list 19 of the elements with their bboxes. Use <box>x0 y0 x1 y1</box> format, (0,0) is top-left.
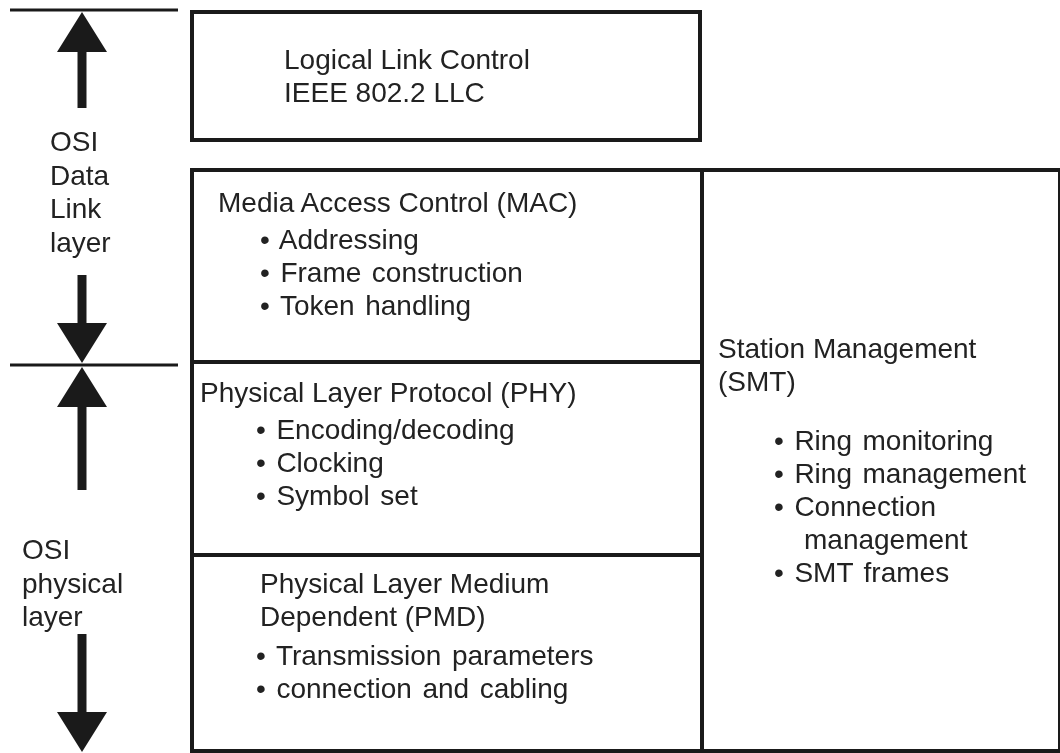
box-heading: Physical Layer Protocol (PHY) <box>200 376 578 410</box>
list-item: • Ring management <box>774 457 1027 490</box>
box-text: IEEE 802.2 LLC <box>284 76 486 110</box>
list-item: • connection and cabling <box>256 672 570 706</box>
list-item: • Frame construction <box>260 256 524 290</box>
list-item: • Symbol set <box>256 479 419 513</box>
list-item: • SMT frames <box>774 556 951 590</box>
box-text: Logical Link Control <box>284 42 531 76</box>
list-item: • Addressing <box>260 223 420 257</box>
list-item: • Encoding/decoding <box>256 413 516 447</box>
list-item: • Token handling <box>260 289 473 323</box>
list-item: • Ring monitoring <box>774 423 995 457</box>
box-heading: Station Management (SMT) <box>718 331 978 398</box>
box-heading: Media Access Control (MAC) <box>217 186 579 220</box>
list-item: • Clocking <box>256 446 385 480</box>
list-item: • Transmission parameters <box>256 639 595 673</box>
box-heading: Physical Layer Medium Dependent (PMD) <box>259 567 551 634</box>
list-item: • Connection management <box>774 490 969 557</box>
layer-box <box>190 10 702 142</box>
